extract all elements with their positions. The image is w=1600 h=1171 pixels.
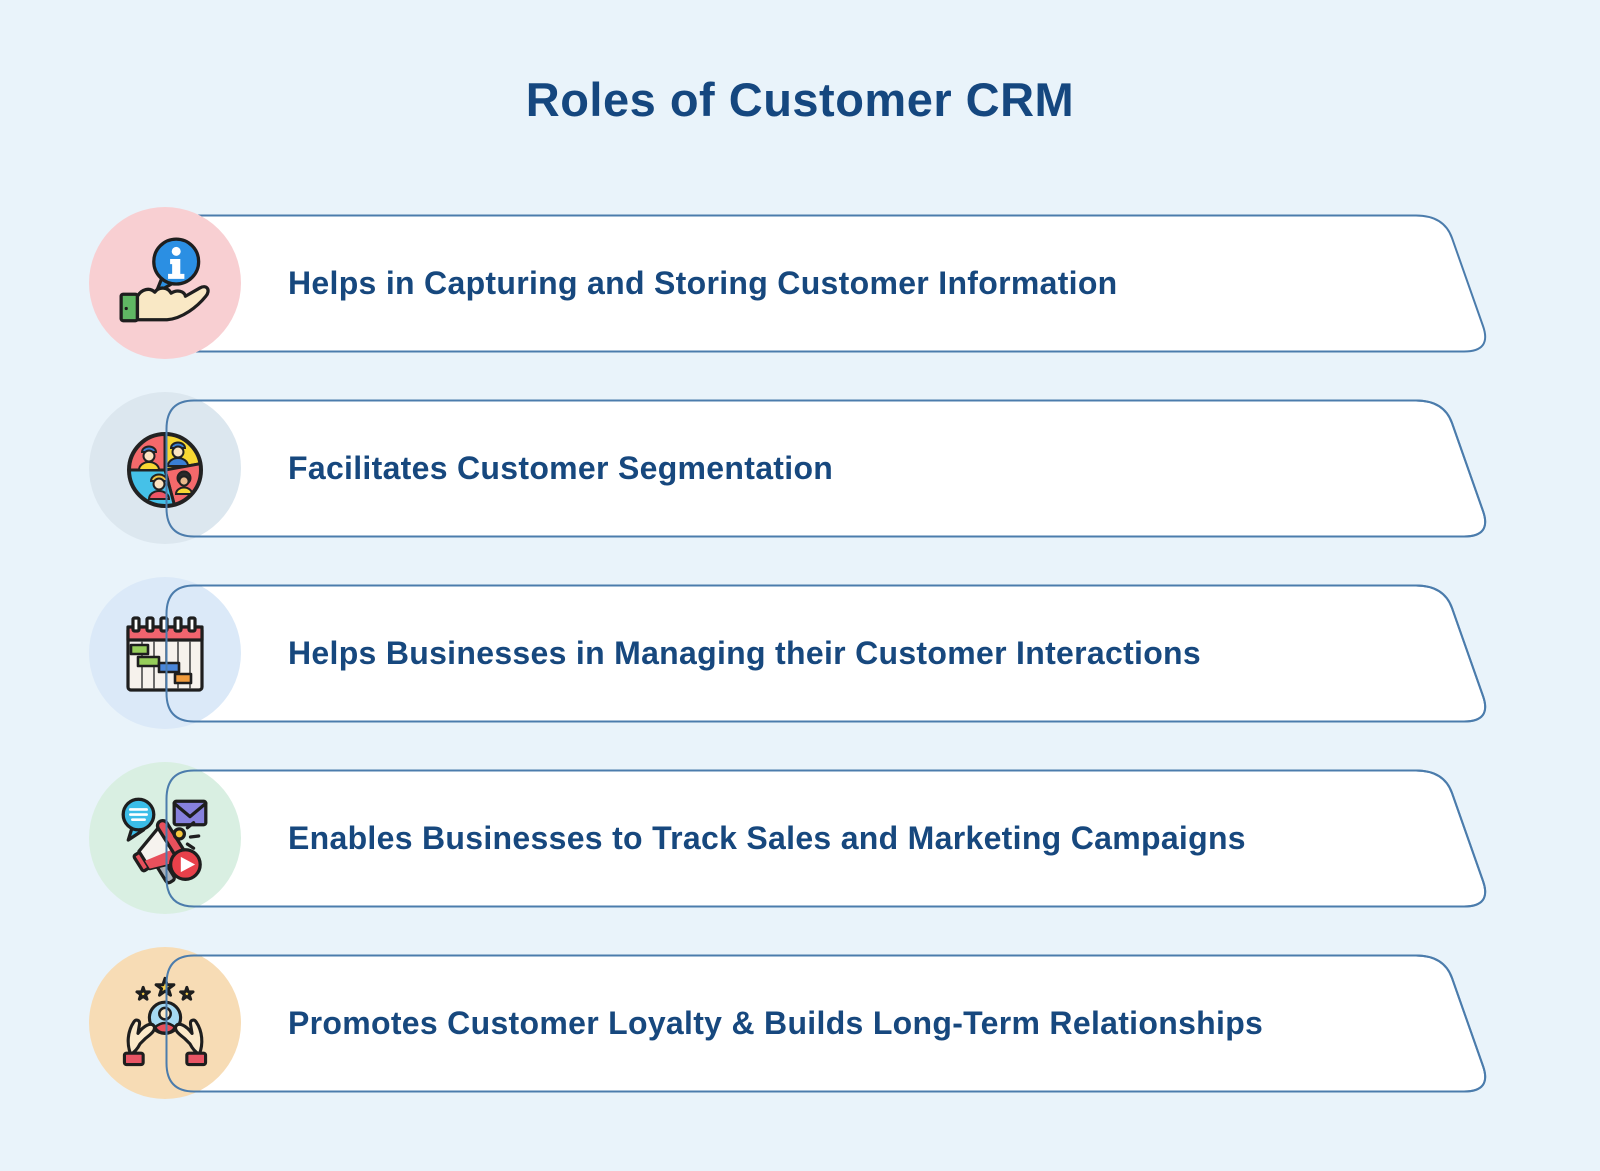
row-icon-circle: [89, 762, 241, 914]
row-icon-circle: [89, 207, 241, 359]
row-label: Helps in Capturing and Storing Customer …: [288, 265, 1118, 301]
row-label: Enables Businesses to Track Sales and Ma…: [288, 820, 1246, 856]
customer-segmentation-pie-icon: [127, 432, 203, 508]
loyalty-hands-icon: [122, 976, 208, 1067]
row-icon-circle: [89, 577, 241, 729]
page-title: Roles of Customer CRM: [525, 73, 1075, 126]
row-label: Promotes Customer Loyalty & Builds Long-…: [288, 1005, 1264, 1041]
row-icon-circle: [89, 392, 241, 544]
role-row: Facilitates Customer Segmentation: [0, 392, 1600, 544]
row-label: Helps Businesses in Managing their Custo…: [288, 635, 1202, 671]
role-row: Helps in Capturing and Storing Customer …: [0, 207, 1600, 359]
row-label: Facilitates Customer Segmentation: [288, 450, 834, 486]
row-icon-circle: [89, 947, 241, 1099]
gantt-calendar-icon: [126, 616, 204, 692]
role-row: Promotes Customer Loyalty & Builds Long-…: [0, 947, 1600, 1099]
role-row: Helps Businesses in Managing their Custo…: [0, 577, 1600, 729]
role-row: Enables Businesses to Track Sales and Ma…: [0, 762, 1600, 914]
hand-info-icon: [119, 237, 210, 323]
megaphone-marketing-icon: [121, 797, 208, 885]
